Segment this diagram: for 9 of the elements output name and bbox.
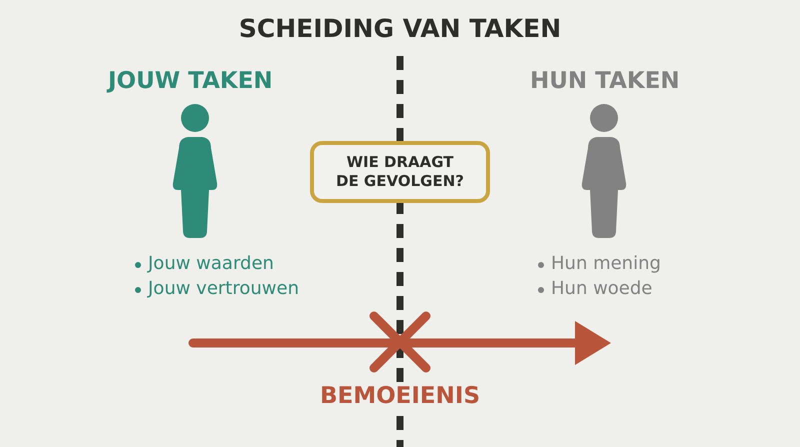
title: SCHEIDING VAN TAKEN — [238, 15, 562, 44]
column-heading: HUN TAKEN — [530, 68, 680, 94]
list-item-text: Jouw waarden — [148, 253, 274, 275]
question-box — [310, 141, 490, 203]
column-heading: JOUW TAKEN — [108, 68, 273, 94]
question-text: WIE DRAAGT DE GEVOLGEN? — [335, 153, 465, 191]
list-item-text: Hun mening — [551, 253, 661, 275]
list-item-text: Hun woede — [551, 278, 652, 300]
list-item-text: Jouw vertrouwen — [148, 278, 299, 300]
